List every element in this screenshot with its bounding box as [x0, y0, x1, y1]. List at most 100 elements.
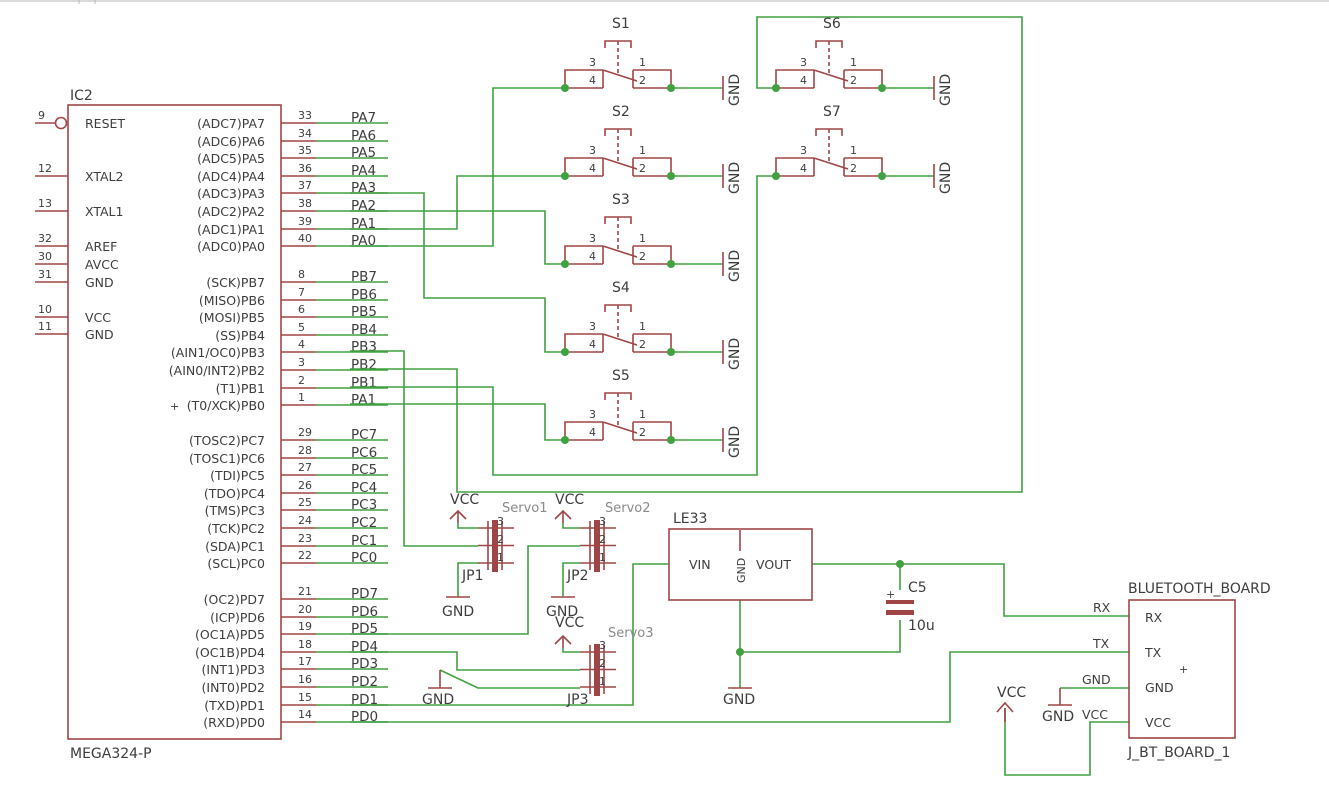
extra-gnd-label: GND — [422, 692, 454, 708]
net-label: PA5 — [351, 145, 376, 161]
wire-pb3-jp1 — [350, 350, 478, 547]
capacitor-c5[interactable]: + C5 10u — [886, 580, 935, 634]
pin-name: (AIN1/OC0)PB3 — [171, 345, 265, 360]
wire-pd0-bt-tx — [350, 651, 1129, 723]
pin-number: 2 — [298, 374, 305, 387]
net-label: PB1 — [351, 375, 377, 391]
pin-name: GND — [85, 275, 114, 290]
switch-terminal-1 — [633, 245, 672, 264]
pin-name: (SDA)PC1 — [205, 539, 265, 554]
pin-number: 1 — [599, 551, 606, 564]
net-label: PB6 — [351, 287, 377, 303]
wire-pd5-jp2 — [350, 545, 580, 635]
mcu-body — [67, 104, 282, 740]
junction-dot — [878, 172, 886, 180]
pin-name: (TDI)PC5 — [210, 468, 265, 483]
net-label: PD7 — [351, 586, 378, 602]
wire-c5-bot — [740, 620, 901, 653]
vcc-label: VCC — [555, 492, 584, 508]
switch-terminal-3 — [564, 245, 603, 264]
pin-number: 1 — [298, 391, 305, 404]
pin-number: 21 — [298, 585, 312, 598]
wire-pd4-jp3 — [350, 651, 580, 671]
pin-number: 22 — [298, 549, 312, 562]
pin-number: 35 — [298, 144, 312, 157]
bt-name: BLUETOOTH_BOARD — [1128, 581, 1271, 597]
pin-number: 2 — [639, 162, 646, 175]
servo-label: Servo2 — [605, 501, 651, 516]
junction-dots — [561, 84, 904, 656]
pin-name: (ADC2)PA2 — [197, 204, 265, 219]
pin-name: (TCK)PC2 — [207, 521, 265, 536]
pin-number: 3 — [589, 232, 596, 245]
mcu-ic2[interactable]: IC2 MEGA324-P 9RESET12XTAL213XTAL132AREF… — [35, 88, 388, 762]
bt-net-gnd: GND — [1082, 672, 1111, 687]
pin-number: 2 — [497, 533, 504, 546]
pin-name: (ADC4)PA4 — [197, 169, 265, 184]
switch-name: S7 — [823, 104, 841, 120]
pin-number: 30 — [38, 250, 52, 263]
pin-number: 6 — [298, 303, 305, 316]
switch-terminal-1 — [633, 333, 672, 352]
net-label: PD2 — [351, 674, 378, 690]
pin-number: 3 — [589, 56, 596, 69]
junction-dot — [667, 260, 675, 268]
pin-number: 3 — [589, 144, 596, 157]
net-label: PD1 — [351, 692, 378, 708]
switch-lever — [602, 69, 638, 82]
bluetooth-board[interactable]: BLUETOOTH_BOARD J_BT_BOARD_1 RX TX GND V… — [996, 581, 1271, 761]
switch-terminal-3 — [564, 157, 603, 176]
regulator-le33[interactable]: LE33 VIN VOUT GND GND — [668, 511, 813, 708]
net-label: PA1 — [351, 392, 376, 408]
junction-dot — [561, 348, 569, 356]
